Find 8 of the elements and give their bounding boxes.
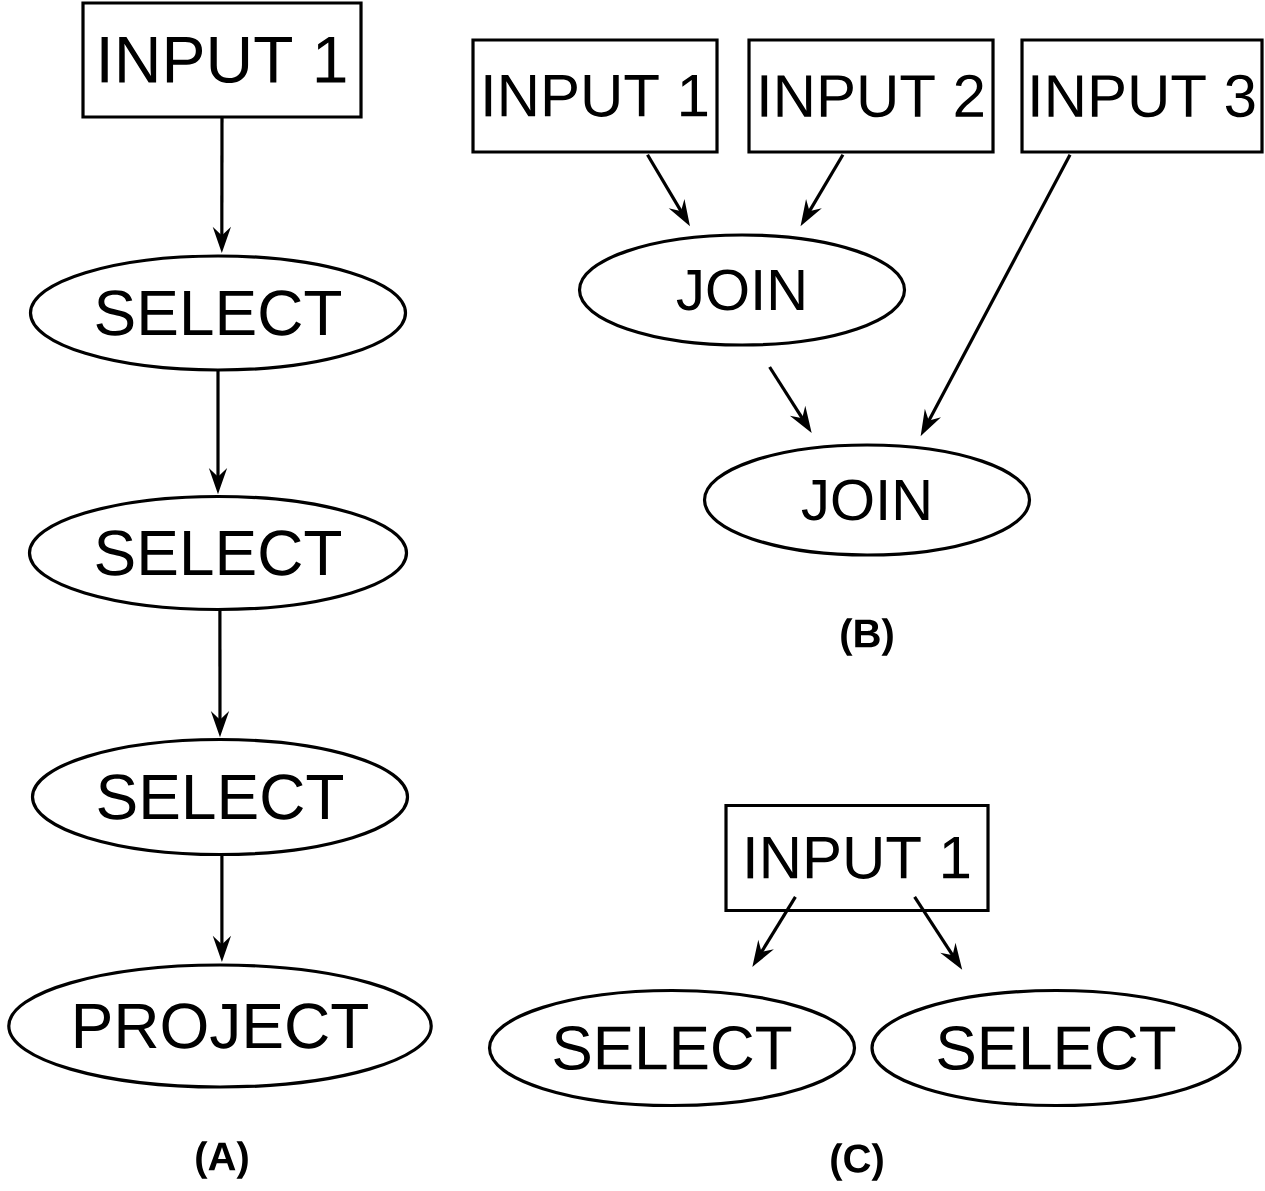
input-box: INPUT 2 [747,38,995,154]
input-box: INPUT 1 [724,803,990,913]
panel-label: (A) [196,1141,248,1179]
input-box: INPUT 1 [81,1,363,119]
panel-label: (C) [831,1143,883,1181]
input-box: INPUT 1 [471,38,719,154]
input-box: INPUT 3 [1020,38,1264,154]
panel-label: (B) [841,618,893,656]
